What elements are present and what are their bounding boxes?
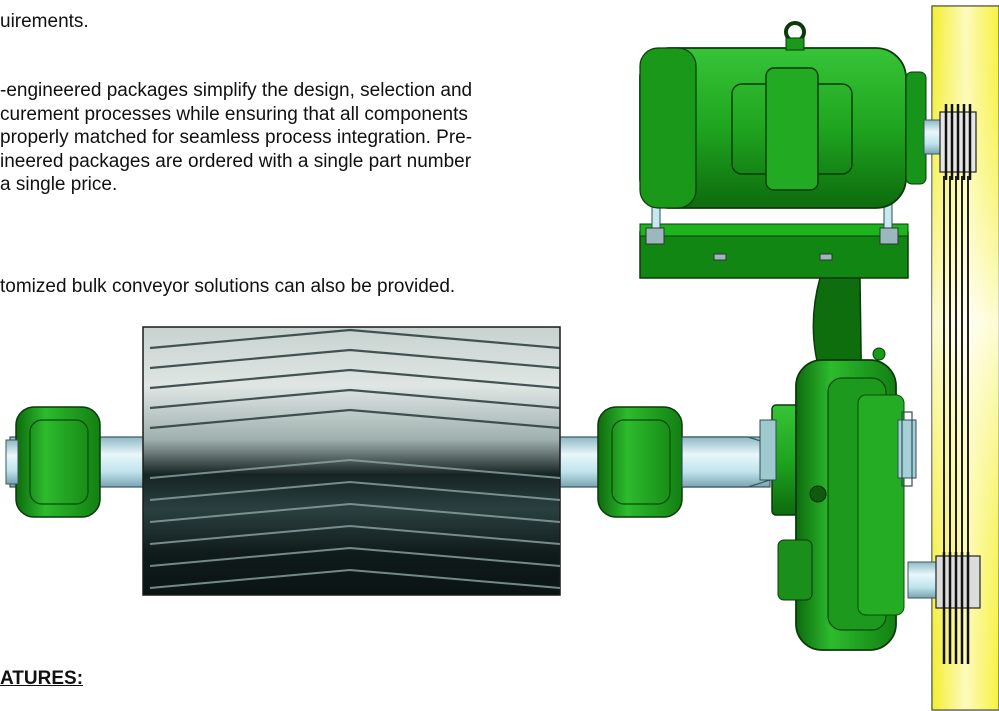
motor-mount (639, 169, 909, 279)
paragraph-line: -engineered packages simplify the design… (0, 80, 473, 101)
packages-paragraph: -engineered packages simplify the design… (0, 79, 472, 197)
paragraph-line: properly matched for seamless process in… (0, 127, 473, 148)
intro-fragment: uirements. (0, 11, 89, 32)
paragraph-line: a single price. (0, 174, 118, 195)
features-heading: ATURES: (0, 668, 84, 689)
conveyor-pulley (142, 326, 561, 596)
paragraph-line: curement processes while ensuring that a… (0, 103, 468, 125)
shaft-mount-reducer (759, 347, 939, 651)
paragraph-line: ineered packages are ordered with a sing… (0, 150, 472, 172)
left-bearing (5, 406, 101, 518)
electric-motor (639, 21, 943, 209)
custom-solutions-paragraph: tomized bulk conveyor solutions can also… (0, 276, 456, 297)
herringbone-grooves-lower (149, 458, 560, 589)
v-belt-sheaves (935, 104, 981, 664)
herringbone-grooves (149, 328, 560, 430)
right-bearing (597, 406, 683, 518)
reducer-input-shaft (681, 436, 771, 488)
